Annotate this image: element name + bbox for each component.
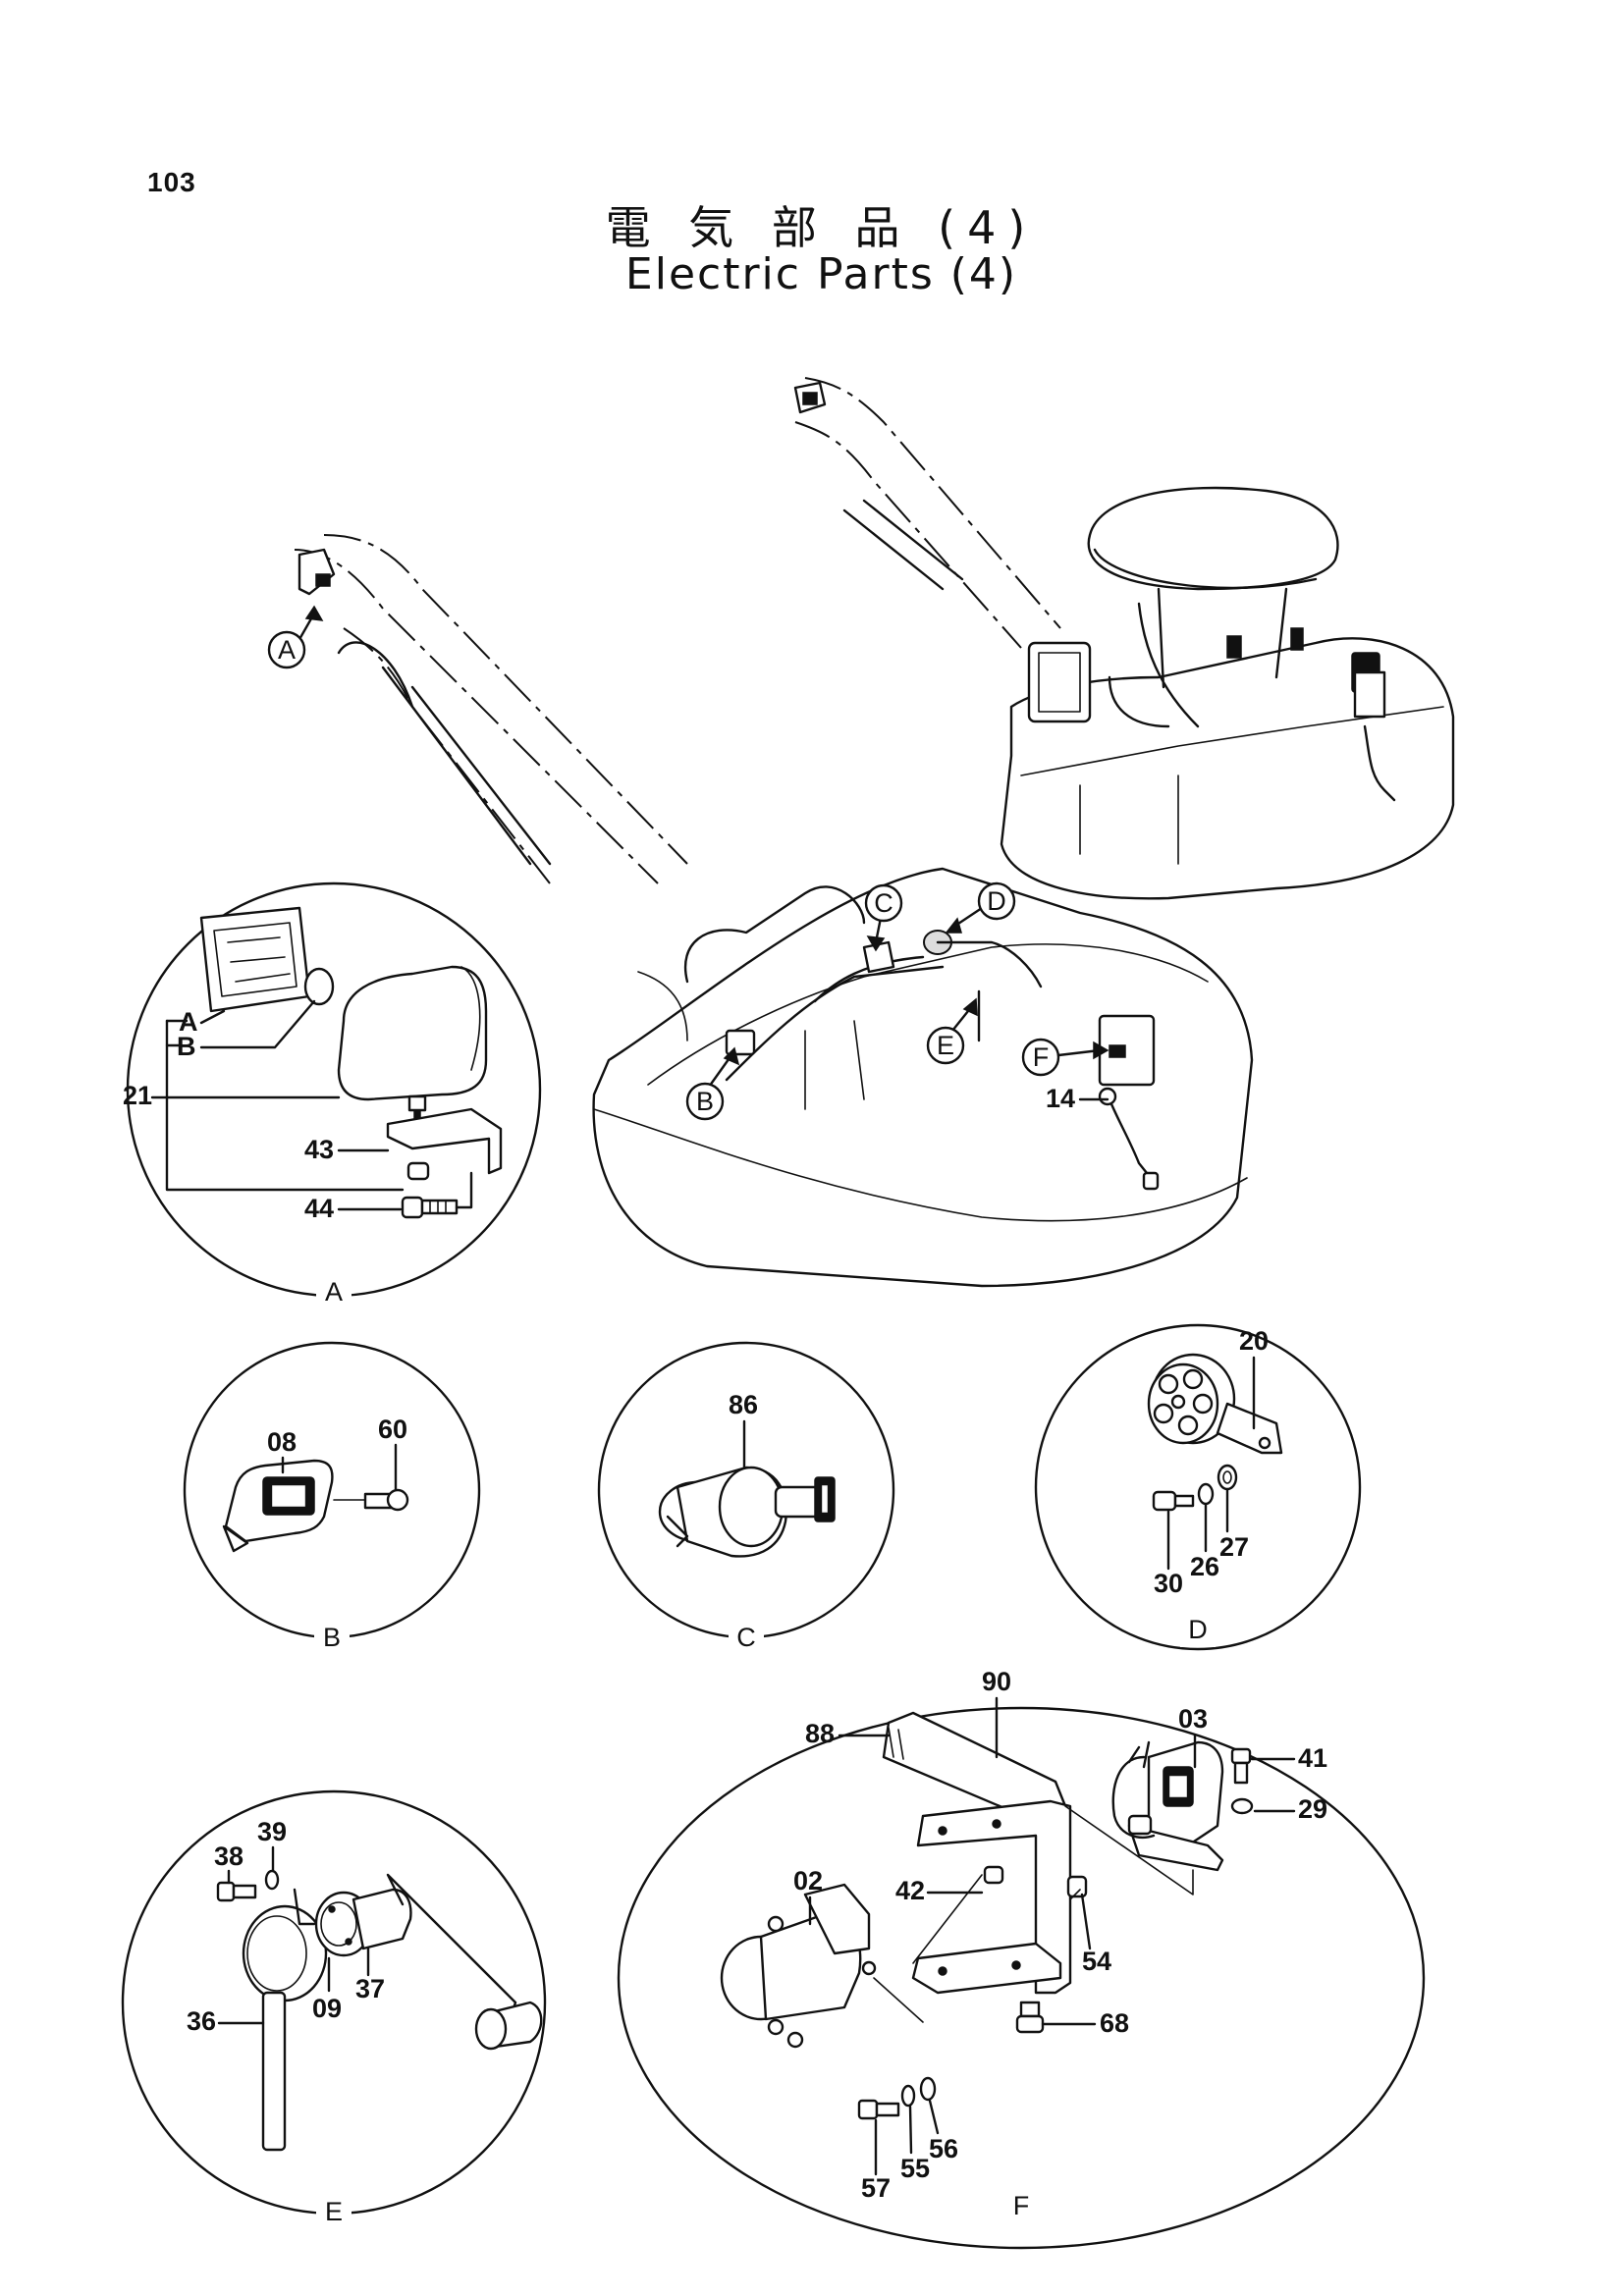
callout-D: D: [945, 881, 1016, 934]
svg-text:55: 55: [900, 2154, 930, 2183]
detail-B: B 08 60: [183, 1341, 481, 1654]
detail-E: E 38 39 36 09 37: [121, 1789, 547, 2228]
svg-text:30: 30: [1154, 1569, 1183, 1598]
svg-text:57: 57: [861, 2173, 891, 2203]
svg-text:39: 39: [257, 1817, 287, 1846]
svg-text:03: 03: [1178, 1704, 1208, 1734]
svg-text:08: 08: [267, 1427, 297, 1457]
callout-C: C: [864, 883, 903, 952]
svg-text:27: 27: [1219, 1532, 1249, 1562]
detail-F: F: [617, 1667, 1426, 2250]
svg-text:42: 42: [895, 1876, 925, 1905]
svg-text:B: B: [323, 1623, 341, 1652]
callout-E: E: [926, 997, 978, 1065]
svg-text:43: 43: [304, 1135, 334, 1164]
excavator-overview: A B C D E F: [267, 377, 1455, 1288]
svg-text:D: D: [1188, 1615, 1208, 1644]
svg-text:09: 09: [312, 1994, 342, 2023]
svg-text:F: F: [1033, 1042, 1050, 1072]
svg-text:36: 36: [187, 2006, 216, 2036]
boom-light-top: [793, 381, 827, 414]
svg-text:A: A: [278, 635, 296, 665]
boom-outline: [294, 377, 1061, 884]
svg-text:26: 26: [1190, 1552, 1219, 1581]
svg-text:C: C: [874, 888, 893, 918]
detail-C: C 86: [597, 1341, 895, 1654]
svg-text:56: 56: [929, 2134, 958, 2163]
svg-text:20: 20: [1239, 1326, 1269, 1356]
svg-text:A: A: [179, 1007, 198, 1037]
svg-text:38: 38: [214, 1842, 243, 1871]
page-number: 103: [147, 167, 196, 197]
svg-text:54: 54: [1082, 1947, 1111, 1976]
svg-text:29: 29: [1298, 1794, 1327, 1824]
svg-text:E: E: [937, 1031, 954, 1060]
svg-text:C: C: [736, 1623, 756, 1652]
detail-A: A A B 21 43 44: [123, 881, 542, 1308]
operator-cab: [1000, 486, 1455, 900]
boom-light-A: [298, 548, 336, 596]
callout-F: F: [1021, 1038, 1109, 1077]
svg-text:D: D: [987, 886, 1006, 916]
machine-base: [592, 867, 1254, 1288]
svg-text:86: 86: [729, 1390, 758, 1419]
detail-D: D 20 30 26 27: [1034, 1323, 1362, 1651]
svg-text:B: B: [696, 1087, 714, 1116]
callout-B: B: [685, 1046, 740, 1121]
svg-text:60: 60: [378, 1415, 407, 1444]
svg-text:44: 44: [304, 1194, 334, 1223]
svg-text:21: 21: [123, 1081, 152, 1110]
svg-text:41: 41: [1298, 1743, 1327, 1773]
svg-text:88: 88: [805, 1719, 835, 1748]
svg-text:37: 37: [355, 1974, 385, 2003]
callout-A: A: [267, 605, 324, 669]
svg-text:02: 02: [793, 1866, 823, 1896]
svg-text:F: F: [1013, 2191, 1030, 2220]
svg-text:B: B: [177, 1032, 196, 1061]
svg-text:68: 68: [1100, 2008, 1129, 2038]
svg-text:E: E: [325, 2197, 343, 2226]
svg-text:90: 90: [982, 1667, 1011, 1696]
page-title-english: Electric Parts (4): [624, 249, 1018, 299]
label-14: 14: [1046, 1084, 1109, 1113]
svg-text:A: A: [325, 1277, 343, 1307]
svg-text:14: 14: [1046, 1084, 1075, 1113]
page-title-japanese: 電 気 部 品 (4): [605, 201, 1038, 254]
